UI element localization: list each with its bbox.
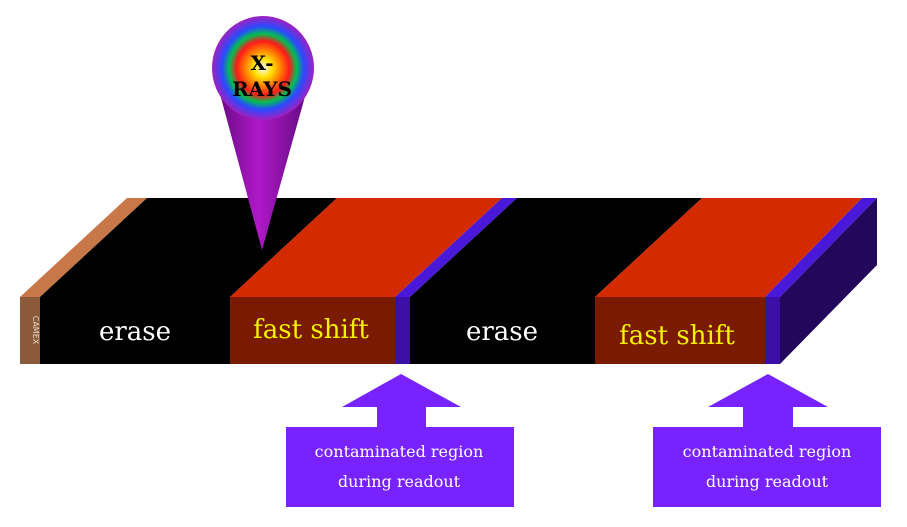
contaminated-top-1 xyxy=(395,198,517,297)
callout-2-line2: during readout xyxy=(706,472,829,491)
x-ray-cone xyxy=(213,68,313,250)
callout-box-2 xyxy=(653,427,881,507)
callout-2: contaminated region during readout xyxy=(653,374,881,507)
contaminated-top-2 xyxy=(765,198,877,297)
fast-shift-front-1 xyxy=(230,297,395,364)
contaminated-front-1 xyxy=(395,297,410,364)
x-ray-label-line2: RAYS xyxy=(232,77,292,101)
x-ray-source-disc xyxy=(212,16,314,120)
strip-right-side xyxy=(780,198,877,364)
callout-2-line1: contaminated region xyxy=(683,442,852,461)
end-cap-top xyxy=(20,198,147,297)
erase-front-1 xyxy=(40,297,230,364)
callout-1-line2: during readout xyxy=(338,472,461,491)
fast-shift-top-2 xyxy=(595,198,862,297)
camera-label: CAMEX xyxy=(31,316,40,345)
segment-label-fast-shift-1: fast shift xyxy=(253,315,369,345)
segment-label-erase-2: erase xyxy=(466,317,538,347)
callout-box-1 xyxy=(286,427,514,507)
segment-label-erase-1: erase xyxy=(99,317,171,347)
erase-top-2 xyxy=(410,198,702,297)
callout-1: contaminated region during readout xyxy=(286,374,514,507)
contaminated-front-2 xyxy=(765,297,780,364)
x-ray-label-line1: X- xyxy=(250,51,273,75)
callout-arrow-1 xyxy=(342,374,461,427)
end-cap-front xyxy=(20,297,40,364)
strip-top xyxy=(20,198,877,297)
fast-shift-top-1 xyxy=(230,198,502,297)
segment-label-fast-shift-2: fast shift xyxy=(619,321,735,351)
callout-1-line1: contaminated region xyxy=(315,442,484,461)
fast-shift-front-2 xyxy=(595,297,765,364)
erase-front-2 xyxy=(410,297,595,364)
callout-arrow-2 xyxy=(708,374,828,427)
strip-front xyxy=(20,297,780,364)
x-ray-beam: X- RAYS xyxy=(212,16,314,250)
